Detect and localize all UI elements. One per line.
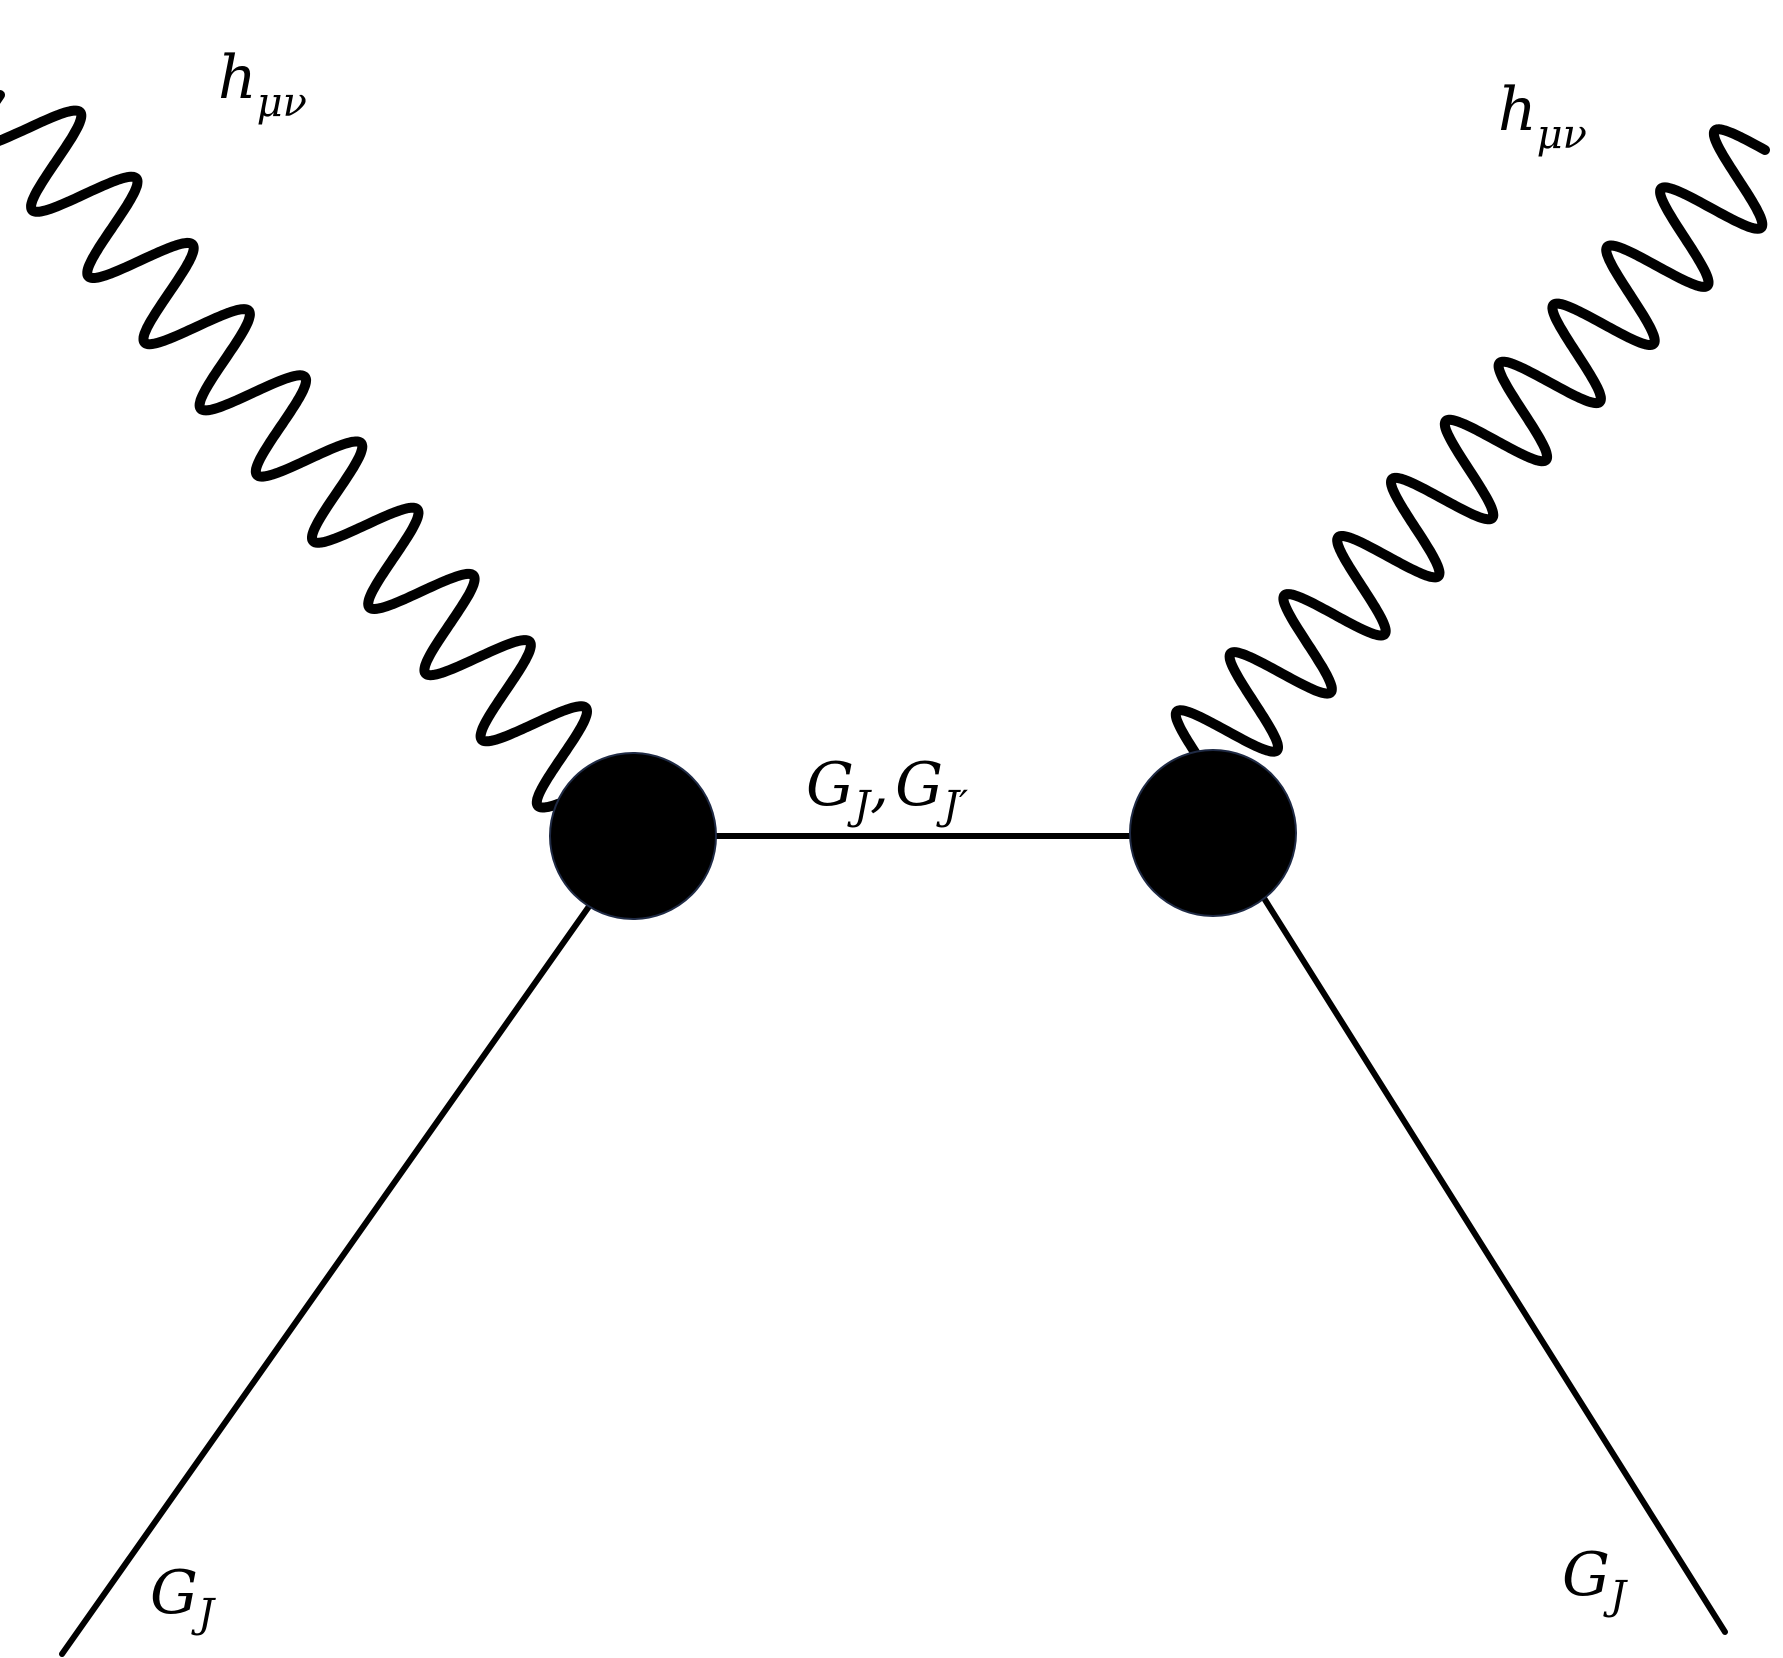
label-leg-right: GJ xyxy=(1562,1540,1628,1619)
graviton-line-right xyxy=(1170,124,1770,765)
external-leg-right xyxy=(1259,892,1728,1635)
vertex-left xyxy=(549,752,717,920)
label-graviton-right: hμν xyxy=(1498,75,1587,158)
label-leg-left: GJ xyxy=(150,1558,216,1637)
external-leg-left xyxy=(59,902,593,1657)
label-graviton-left: hμν xyxy=(218,43,307,126)
label-propagator: GJ,GJ′ xyxy=(806,750,968,829)
graviton-line-left xyxy=(0,90,595,813)
vertex-right xyxy=(1129,749,1297,917)
